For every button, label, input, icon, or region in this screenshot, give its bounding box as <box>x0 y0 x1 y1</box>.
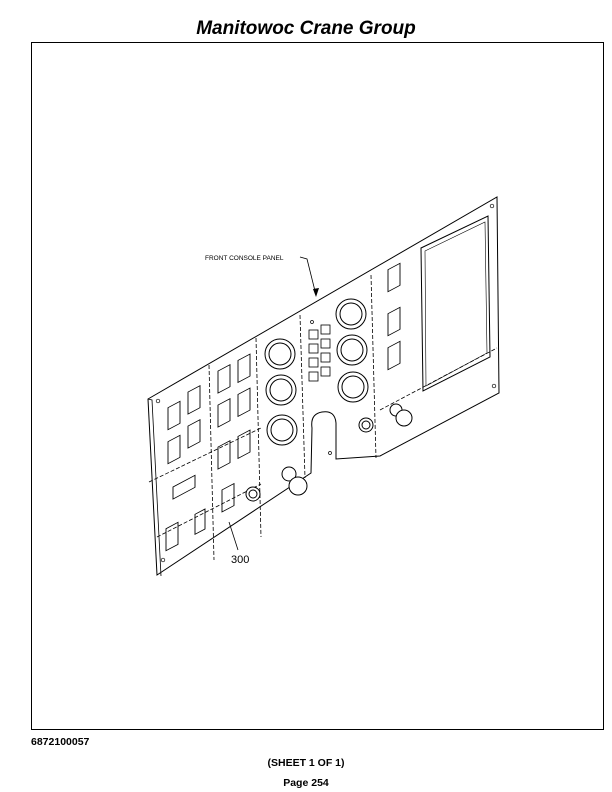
document-number: 6872100057 <box>31 736 90 748</box>
item-number-label: 300 <box>231 554 249 566</box>
sheet-indicator: (SHEET 1 OF 1) <box>267 757 345 769</box>
page-title: Manitowoc Crane Group <box>196 18 416 39</box>
callout-arrow <box>313 288 319 297</box>
round-controls <box>245 403 413 502</box>
item-300-leader <box>228 521 239 551</box>
display-window <box>420 215 491 392</box>
panel-edge <box>147 398 162 577</box>
panel-outline <box>147 196 500 576</box>
rotary-knobs <box>264 298 369 446</box>
drawing-frame <box>31 42 604 730</box>
mounting-holes <box>155 203 497 563</box>
indicator-grid <box>308 324 331 382</box>
section-lines <box>148 274 498 561</box>
rocker-switches <box>165 262 401 552</box>
page-number: Page 254 <box>283 777 329 789</box>
front-console-panel-label: FRONT CONSOLE PANEL <box>205 255 284 262</box>
callout-leader <box>299 256 317 296</box>
